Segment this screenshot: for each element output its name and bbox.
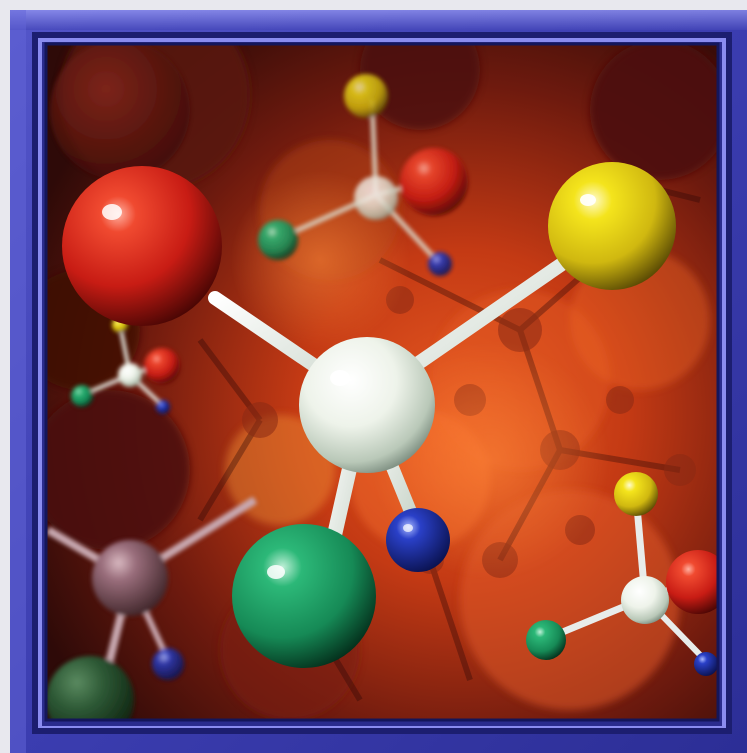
- molecule-scene: [46, 44, 718, 720]
- red-atom: [62, 166, 222, 326]
- main-molecule-atoms: [62, 162, 676, 668]
- molecule-left: [71, 317, 180, 414]
- inner-border: [44, 42, 720, 722]
- white-atom: [299, 337, 435, 473]
- highlights: [102, 194, 596, 579]
- yellow-atom: [548, 162, 676, 290]
- molecule-bottom-right: [526, 472, 718, 676]
- molecule-top: [258, 74, 468, 276]
- blue-atom: [386, 508, 450, 572]
- molecule-bottom-left: [46, 496, 258, 720]
- blurred-red-sphere: [50, 44, 190, 180]
- green-atom: [232, 524, 376, 668]
